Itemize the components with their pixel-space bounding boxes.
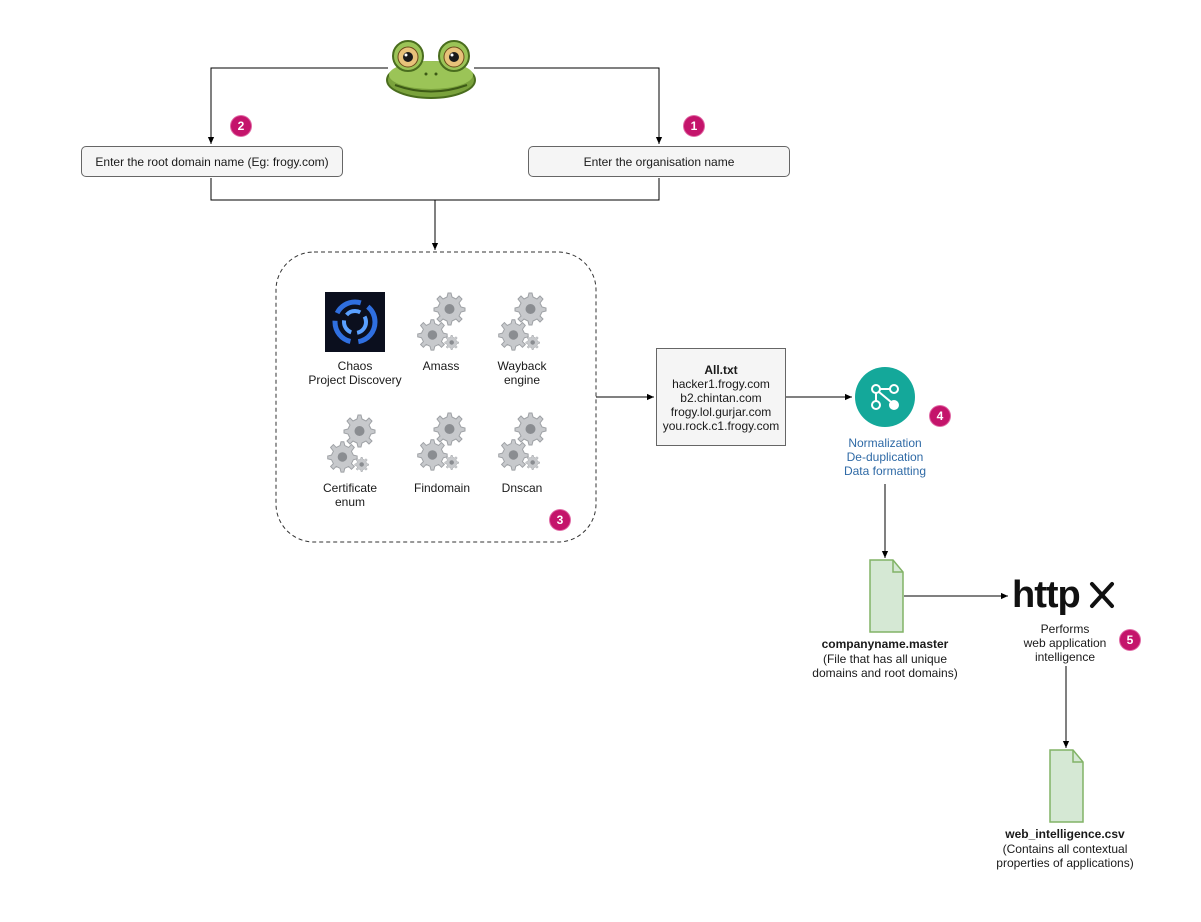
tool-label-dnscan: Dnscan <box>501 481 543 495</box>
findomain-gears-icon <box>418 413 465 470</box>
tool-label-certificate: Certificate enum <box>322 481 378 509</box>
connector-frog-to-organisation <box>474 67 663 144</box>
master-file-description: (File that has all unique domains and ro… <box>812 652 958 680</box>
httpx-x-icon <box>1090 582 1114 608</box>
wayback-gears-icon <box>499 293 546 350</box>
tool-label-findomain: Findomain <box>413 481 471 495</box>
all-txt-line: b2.chintan.com <box>680 391 762 405</box>
amass-gears-icon <box>418 293 465 350</box>
master-file-name: companyname.master <box>821 637 949 651</box>
step-formatting: Data formatting <box>843 464 927 478</box>
step-deduplication: De-duplication <box>846 450 924 464</box>
step-badge-4: 4 <box>930 406 950 426</box>
all-txt-line: frogy.lol.gurjar.com <box>670 405 772 419</box>
step-badge-2: 2 <box>231 116 251 136</box>
tool-label-wayback: Wayback engine <box>497 359 547 387</box>
connector-inputs-merge <box>210 178 660 201</box>
processing-steps: Normalization De-duplication Data format… <box>815 436 955 478</box>
all-txt-box: All.txt hacker1.frogy.com b2.chintan.com… <box>656 348 786 446</box>
tool-label-chaos: Chaos Project Discovery <box>308 359 402 387</box>
httpx-description: Performs web application intelligence <box>1023 622 1107 664</box>
chaos-logo-icon <box>325 292 385 352</box>
step-badge-5: 5 <box>1120 630 1140 650</box>
master-file-icon <box>869 559 904 633</box>
step-normalization: Normalization <box>848 436 922 450</box>
output-file-description: (Contains all contextual properties of a… <box>996 842 1134 870</box>
output-file-name: web_intelligence.csv <box>1005 827 1125 841</box>
step-badge-1: 1 <box>684 116 704 136</box>
all-txt-title: All.txt <box>704 363 738 377</box>
frog-logo <box>386 40 476 99</box>
all-txt-line: hacker1.frogy.com <box>672 377 770 391</box>
tools-group <box>275 251 597 543</box>
workflow-icon <box>855 367 915 427</box>
certificate-gears-icon <box>328 415 375 472</box>
root-domain-input[interactable]: Enter the root domain name (Eg: frogy.co… <box>81 146 343 177</box>
connector-frog-to-root-domain <box>207 67 388 144</box>
organisation-input[interactable]: Enter the organisation name <box>528 146 790 177</box>
dnscan-gears-icon <box>499 413 546 470</box>
all-txt-line: you.rock.c1.frogy.com <box>662 419 780 433</box>
httpx-logo: http <box>1012 574 1081 616</box>
step-badge-3: 3 <box>550 510 570 530</box>
tool-label-amass: Amass <box>422 359 460 373</box>
output-file-icon <box>1049 749 1084 823</box>
